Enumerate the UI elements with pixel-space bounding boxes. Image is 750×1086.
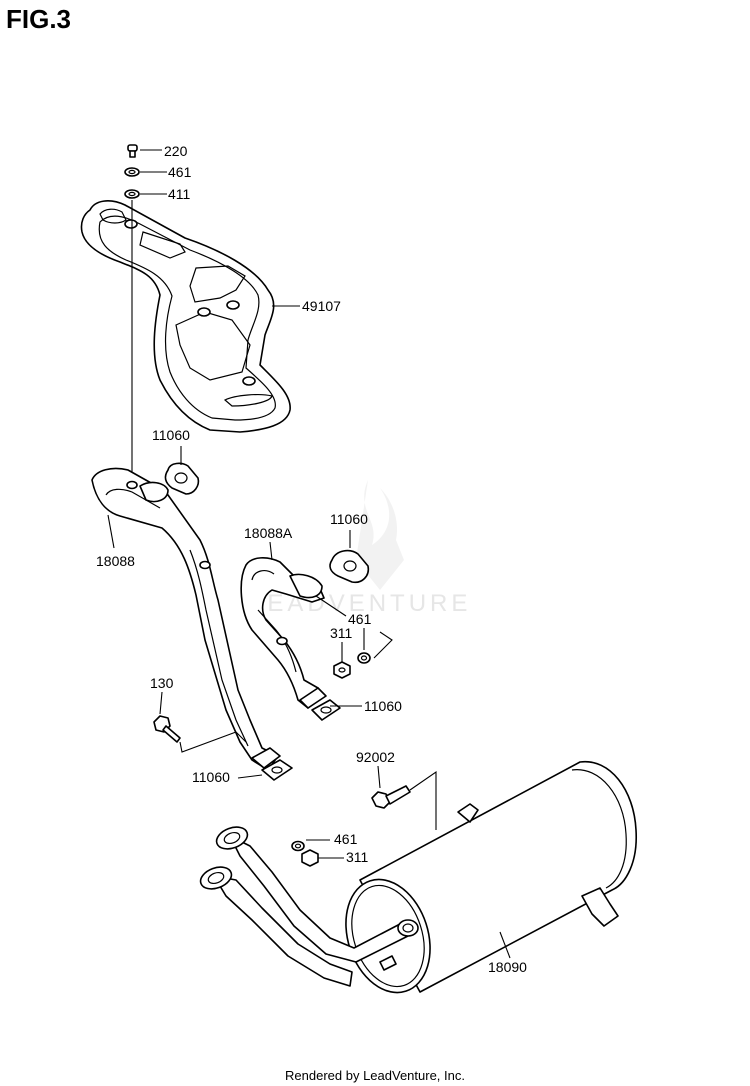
bolt-92002[interactable] [371, 785, 411, 809]
label-461-low: 461 [334, 831, 358, 847]
label-18088A: 18088A [244, 525, 293, 541]
label-411: 411 [168, 186, 191, 202]
lock-washer-461-low[interactable] [291, 840, 305, 852]
screw-220[interactable] [127, 144, 138, 158]
gasket-11060-mid-lower[interactable] [311, 699, 341, 721]
label-220: 220 [164, 143, 188, 159]
exhaust-pipe-18088[interactable] [91, 467, 281, 771]
label-11060-bottom: 11060 [192, 769, 230, 785]
nut-311-low[interactable] [301, 849, 319, 867]
label-49107: 49107 [302, 298, 341, 314]
muffler-18090[interactable] [332, 760, 637, 1004]
label-18090: 18090 [488, 959, 527, 975]
bolt-130[interactable] [153, 715, 181, 743]
nut-311-mid[interactable] [333, 661, 351, 679]
label-311-low: 311 [346, 849, 369, 865]
gasket-11060-bottom[interactable] [261, 759, 293, 781]
label-130: 130 [150, 675, 174, 691]
muffler-head-pipes[interactable] [198, 823, 419, 987]
label-461-top: 461 [168, 164, 192, 180]
label-18088: 18088 [96, 553, 135, 569]
exhaust-pipe-18088A[interactable] [240, 557, 327, 709]
lock-washer-461-mid[interactable] [357, 652, 371, 664]
label-11060-mid-lower: 11060 [364, 698, 402, 714]
gasket-11060-right[interactable] [329, 549, 370, 584]
label-11060-top: 11060 [152, 427, 190, 443]
label-11060-right: 11060 [330, 511, 368, 527]
leader-lines [107, 149, 511, 959]
watermark-logo-icon [356, 480, 404, 590]
label-311-mid: 311 [330, 625, 353, 641]
gasket-11060-top[interactable] [164, 462, 200, 495]
label-461-mid: 461 [348, 611, 372, 627]
footer-credit: Rendered by LeadVenture, Inc. [285, 1068, 465, 1083]
lock-washer-461-top[interactable] [124, 167, 140, 177]
label-92002: 92002 [356, 749, 395, 765]
figure-title: FIG.3 [6, 4, 72, 34]
heat-shield-49107[interactable] [80, 200, 291, 433]
washer-411[interactable] [124, 189, 140, 199]
